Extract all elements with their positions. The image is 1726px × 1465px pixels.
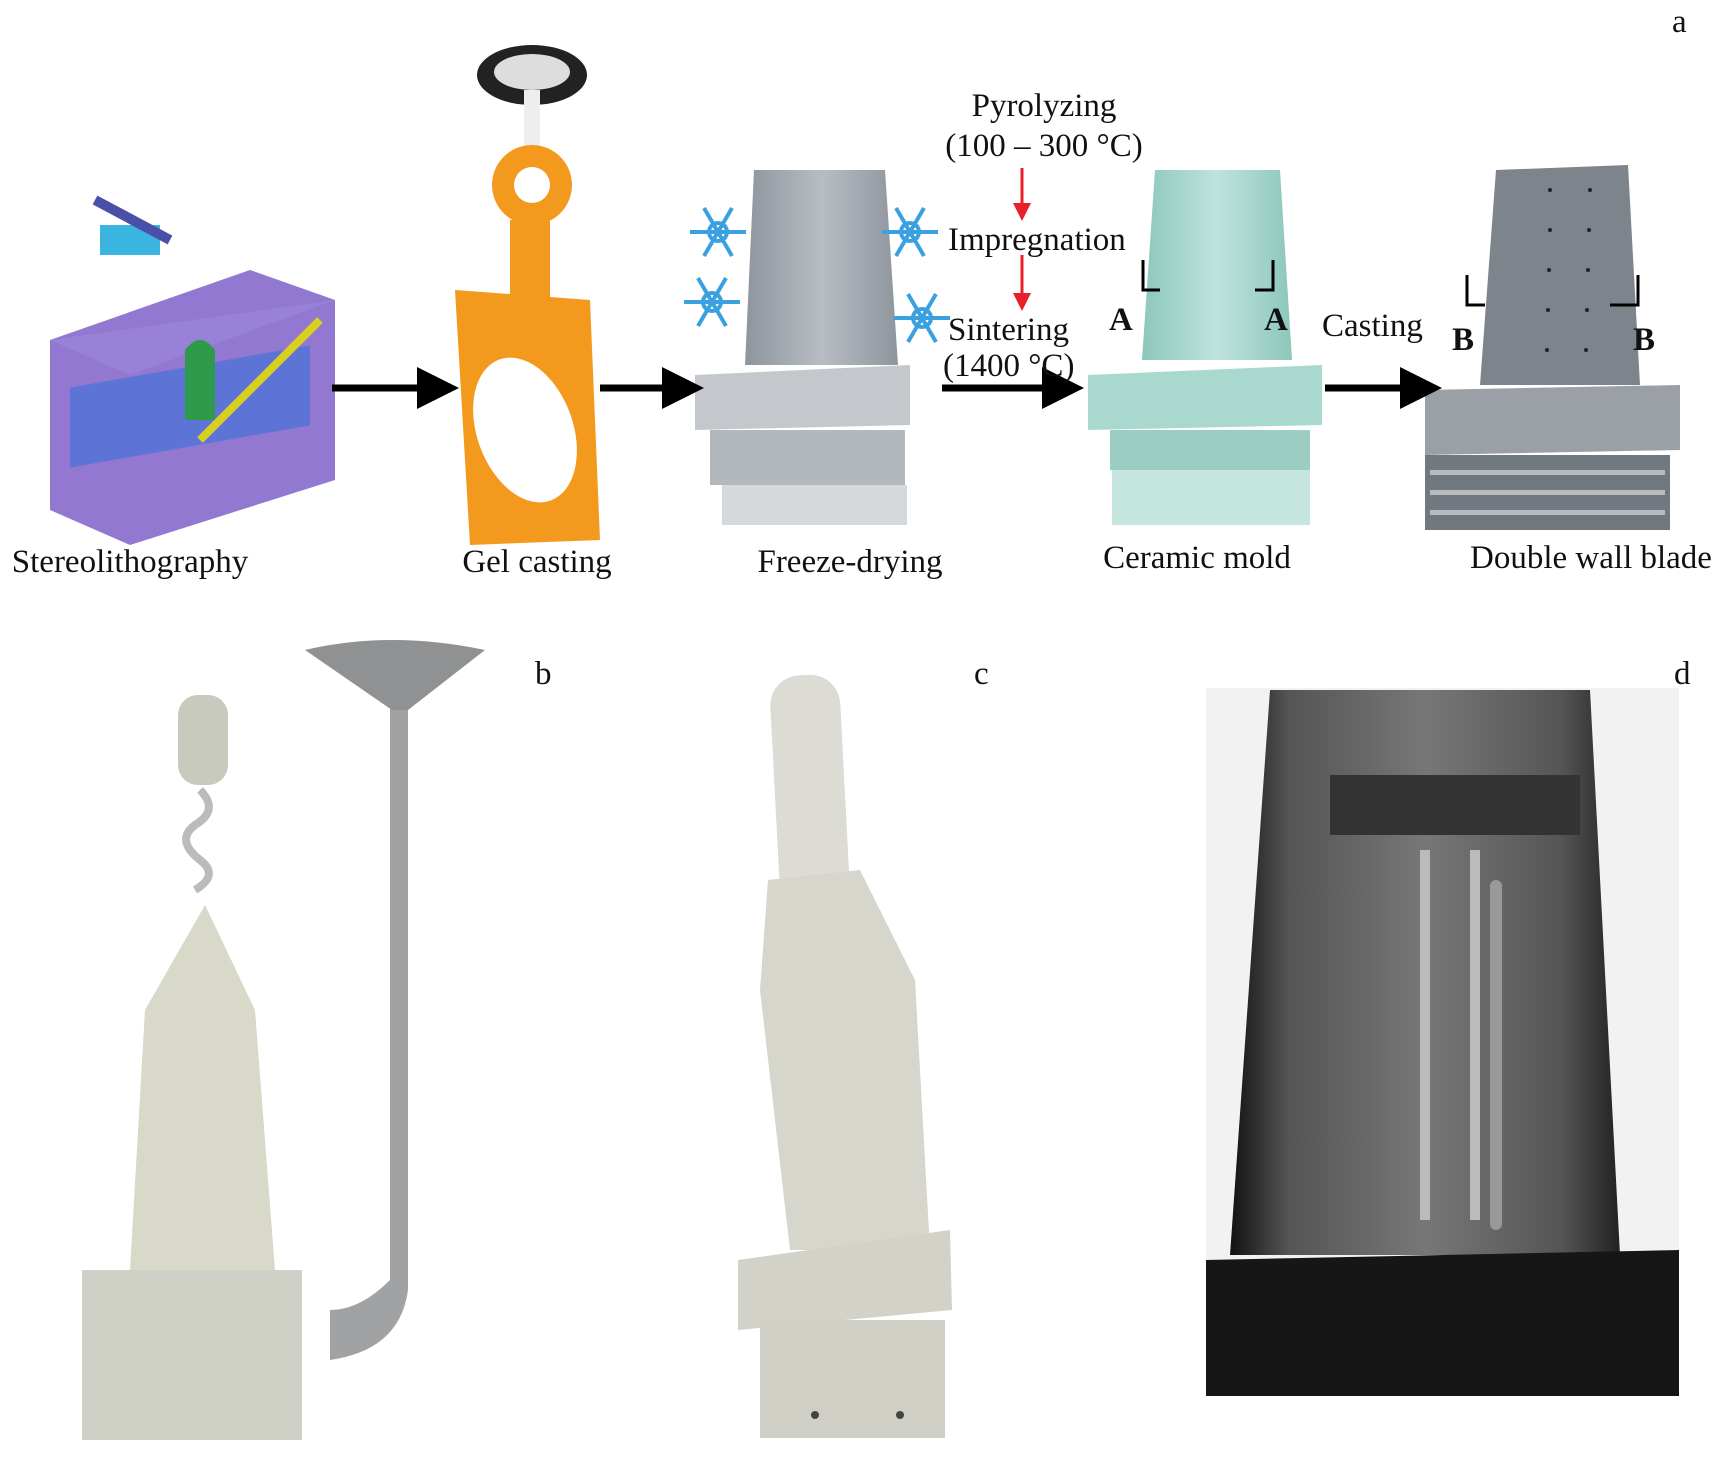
process-casting: Casting [1322, 308, 1423, 344]
step-label-ceramic-mold: Ceramic mold [1103, 540, 1291, 576]
freeze-drying-illustration [695, 170, 910, 525]
section-mark-a-left: A [1109, 302, 1133, 338]
step-label-double-wall-blade: Double wall blade [1470, 540, 1712, 576]
section-mark-b-right: B [1633, 322, 1656, 358]
process-sintering: Sintering [948, 312, 1069, 348]
panel-label-d: d [1674, 656, 1691, 692]
panel-label-a: a [1672, 4, 1687, 40]
section-mark-a-right: A [1264, 302, 1288, 338]
ceramic-mold-illustration [1088, 170, 1322, 525]
photo-c-ceramic-core [738, 674, 952, 1438]
photo-d-xray [1206, 688, 1679, 1396]
process-pyrolyzing-temp: (100 – 300 °C) [945, 128, 1143, 164]
panel-label-b: b [535, 656, 552, 692]
process-pyrolyzing: Pyrolyzing [971, 88, 1117, 124]
snowflake-icon [882, 206, 938, 258]
step-label-freeze-drying: Freeze-drying [757, 544, 943, 580]
snowflake-icon [684, 276, 740, 328]
process-impregnation: Impregnation [948, 222, 1126, 258]
panel-label-c: c [974, 656, 989, 692]
section-mark-b-left: B [1452, 322, 1475, 358]
step-label-stereolithography: Stereolithography [11, 544, 249, 580]
photo-b-printed-mold [82, 640, 485, 1440]
step-label-gel-casting: Gel casting [462, 544, 612, 580]
process-sintering-temp: (1400 °C) [943, 348, 1075, 384]
snowflake-icon [894, 292, 950, 344]
stereolithography-illustration [50, 195, 335, 545]
snowflake-icon [690, 206, 746, 258]
gel-casting-illustration [455, 45, 600, 545]
snowflake-icons [684, 206, 950, 344]
double-wall-blade-illustration [1425, 165, 1680, 530]
